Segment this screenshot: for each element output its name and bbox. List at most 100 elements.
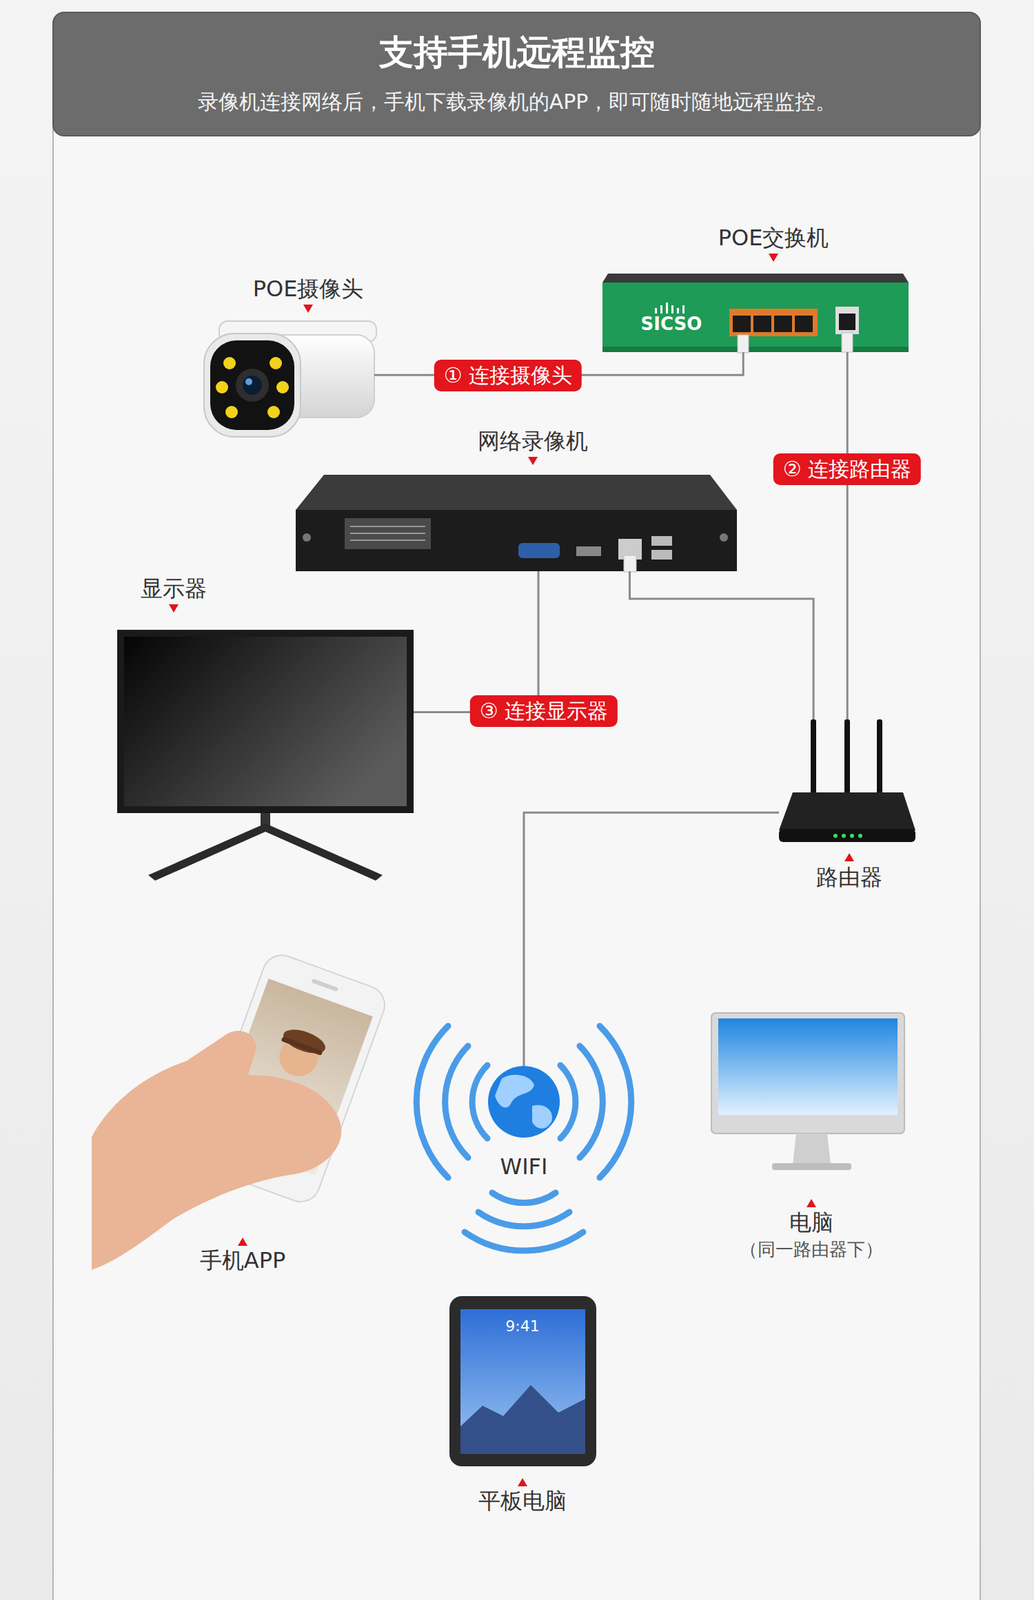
switch-picture xyxy=(654,308,657,314)
switch-picture xyxy=(676,308,679,314)
wifi-symbol xyxy=(472,1065,488,1139)
computer-picture xyxy=(718,1018,898,1116)
router-picture xyxy=(833,834,838,839)
wifi-symbol xyxy=(599,1026,632,1179)
phone-picture xyxy=(310,978,339,992)
router-picture xyxy=(778,829,916,843)
device-note: （同一路由器下） xyxy=(739,1240,884,1261)
cable-line xyxy=(413,571,539,713)
camera-picture xyxy=(242,375,262,395)
recorder-picture xyxy=(295,474,737,511)
step-label: ② 连接路由器 xyxy=(773,453,921,486)
switch-picture xyxy=(794,315,813,333)
device-label: 平板电脑 xyxy=(478,1488,567,1515)
wifi-symbol xyxy=(445,1046,469,1159)
cable-line xyxy=(629,571,814,720)
monitor-picture xyxy=(265,823,383,881)
recorder-picture xyxy=(302,533,311,542)
camera-picture xyxy=(267,406,280,419)
router-picture xyxy=(849,834,855,839)
tablet-picture xyxy=(449,1296,597,1467)
recorder-picture xyxy=(295,510,737,572)
computer-picture xyxy=(792,1133,831,1165)
wifi-symbol xyxy=(560,1065,576,1139)
background xyxy=(53,12,981,136)
camera-picture xyxy=(204,321,377,438)
pointer-triangle xyxy=(844,853,855,862)
step-label: ① 连接摄像头 xyxy=(434,359,582,392)
router-picture xyxy=(876,719,883,796)
wifi-symbol xyxy=(492,1193,556,1204)
recorder-picture xyxy=(651,536,673,546)
phone-picture xyxy=(91,1031,342,1271)
switch-picture xyxy=(660,305,663,314)
recorder-node: 网络录像机 xyxy=(295,474,737,572)
switch-picture xyxy=(753,315,772,333)
device-label: 手机APP xyxy=(199,1248,286,1274)
pointer-triangle xyxy=(806,1199,817,1208)
pointer-triangle xyxy=(168,604,179,613)
step-label: ③ 连接显示器 xyxy=(470,695,618,728)
monitor-picture xyxy=(117,630,414,814)
wifi-symbol xyxy=(488,1066,560,1139)
device-label: POE交换机 xyxy=(718,225,830,251)
device-label: 网络录像机 xyxy=(477,428,589,455)
camera-picture xyxy=(215,381,229,394)
switch-picture xyxy=(729,308,818,337)
switch-picture xyxy=(737,335,749,353)
recorder-picture xyxy=(719,533,728,542)
device-label: 电脑 xyxy=(789,1210,834,1236)
device-label: WIFI xyxy=(500,1154,549,1181)
switch-picture xyxy=(665,302,668,314)
recorder-picture xyxy=(350,532,426,535)
computer-picture xyxy=(711,1013,905,1171)
switch-picture xyxy=(732,315,751,333)
computer-picture xyxy=(711,1013,905,1134)
phone-picture xyxy=(281,1036,324,1057)
device-label: 路由器 xyxy=(816,865,883,891)
camera-picture xyxy=(223,357,236,370)
recorder-picture xyxy=(576,546,602,557)
switch-picture xyxy=(774,315,793,333)
pointer-triangle xyxy=(517,1478,528,1487)
switch-picture xyxy=(602,282,909,353)
monitor-picture xyxy=(124,636,407,807)
screen-clock: 9:41 xyxy=(505,1318,540,1336)
tablet-picture xyxy=(460,1385,586,1455)
recorder-picture xyxy=(651,550,673,560)
recorder-picture xyxy=(350,525,426,528)
switch-picture xyxy=(671,305,674,314)
recorder-picture xyxy=(623,555,637,573)
background xyxy=(53,12,981,1600)
switch-picture xyxy=(841,332,853,353)
recorder-picture xyxy=(350,539,426,542)
router-picture xyxy=(810,719,817,796)
wifi-node: WIFI xyxy=(487,1066,561,1139)
monitor-picture xyxy=(148,823,266,881)
monitor-node: 显示器 xyxy=(117,630,414,880)
phone-picture xyxy=(280,1025,329,1059)
recorder-picture xyxy=(518,543,560,559)
cable-line xyxy=(846,352,849,720)
pointer-triangle xyxy=(168,253,855,1487)
phone-picture xyxy=(91,949,391,1271)
computer-node: 电脑（同一路由器下） xyxy=(711,1013,905,1172)
recorder-picture xyxy=(295,474,737,573)
camera-picture xyxy=(204,333,301,438)
router-picture xyxy=(778,792,916,831)
wifi-symbol xyxy=(464,1232,584,1252)
page-subtitle: 录像机连接网络后，手机下载录像机的APP，即可随时随地远程监控。 xyxy=(197,90,837,115)
switch-picture xyxy=(602,273,909,283)
wifi-symbol xyxy=(494,1075,535,1109)
switch-picture xyxy=(682,305,685,314)
wifi-symbol xyxy=(478,1212,570,1228)
camera-picture xyxy=(210,340,295,431)
tablet-picture xyxy=(460,1309,586,1455)
camera-picture xyxy=(269,357,282,370)
wifi-symbol xyxy=(579,1046,603,1159)
monitor-picture xyxy=(117,630,414,881)
